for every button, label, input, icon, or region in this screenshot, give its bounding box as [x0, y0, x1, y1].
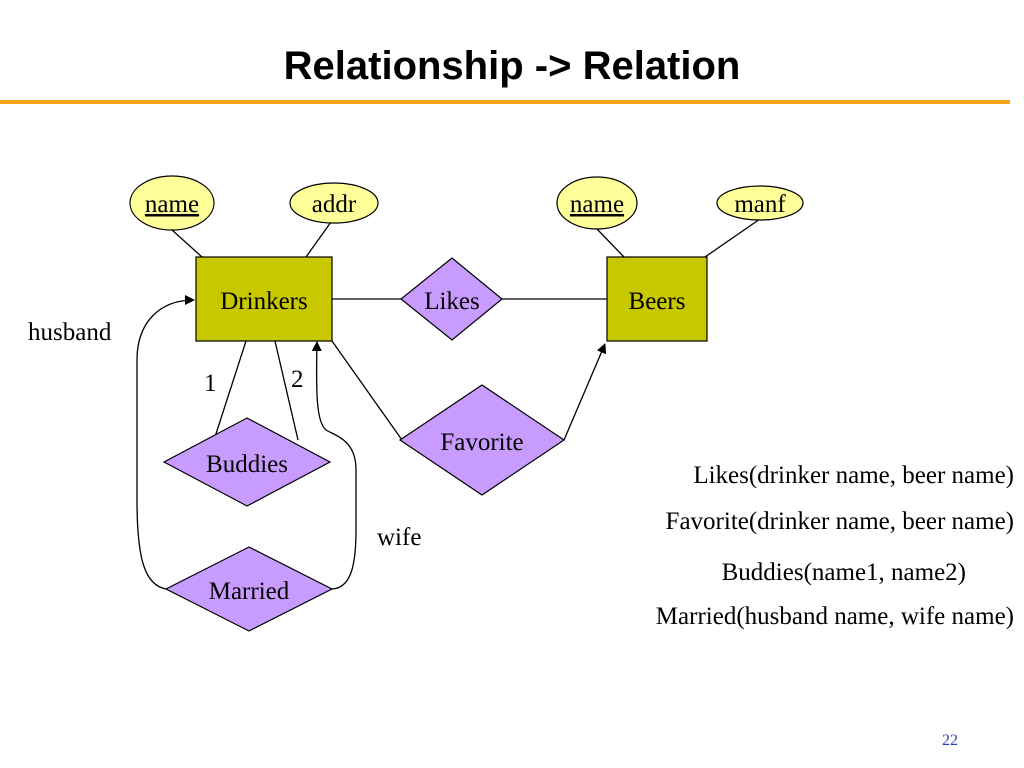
edge-drinkers-name: [171, 229, 203, 258]
edge-beers-manf: [704, 218, 761, 258]
relationship-favorite[interactable]: Favorite: [398, 384, 566, 496]
attribute-label: name: [570, 191, 624, 218]
attribute-label: manf: [734, 191, 786, 218]
role-label-husband: husband: [28, 319, 112, 346]
relation-schema-favorite: Favorite(drinker name, beer name): [665, 508, 1014, 535]
relationship-buddies[interactable]: Buddies: [162, 417, 332, 507]
edge-buddies-role-2: [274, 340, 299, 441]
attribute-label: addr: [312, 191, 357, 218]
role-label-wife: wife: [377, 524, 421, 551]
entity-beers[interactable]: Beers: [606, 256, 708, 342]
slide-title: Relationship -> Relation: [283, 44, 741, 88]
edge-beers-name: [596, 228, 625, 258]
entity-label: Drinkers: [220, 288, 307, 315]
attribute-label: name: [145, 191, 199, 218]
edge-drinkers-favorite: [331, 340, 403, 441]
relation-schema-buddies: Buddies(name1, name2): [721, 559, 966, 586]
relationship-label: Favorite: [440, 429, 523, 456]
relation-schema-married: Married(husband name, wife name): [655, 603, 1014, 630]
edge-married-wife[interactable]: [311, 341, 357, 590]
role-label-1: 1: [204, 370, 217, 397]
edge-married-husband[interactable]: [136, 295, 195, 590]
attribute-drinker-name[interactable]: name: [129, 175, 215, 231]
edge-buddies-role-1: [213, 340, 247, 441]
role-label-2: 2: [291, 366, 304, 393]
attribute-beer-manf[interactable]: manf: [716, 185, 804, 221]
relationship-likes[interactable]: Likes: [400, 257, 503, 341]
edge-favorite-beers[interactable]: [563, 343, 607, 441]
relationship-label: Likes: [424, 288, 480, 315]
attribute-drinker-addr[interactable]: addr: [289, 182, 379, 224]
page-number: 22: [942, 732, 958, 749]
entity-drinkers[interactable]: Drinkers: [195, 256, 333, 342]
attribute-beer-name[interactable]: name: [556, 176, 638, 230]
relation-schema-likes: Likes(drinker name, beer name): [693, 462, 1014, 489]
relationship-married[interactable]: Married: [164, 546, 334, 632]
edge-drinkers-addr: [305, 221, 332, 258]
entity-label: Beers: [629, 288, 686, 315]
relationship-label: Married: [209, 578, 290, 605]
title-divider: [0, 100, 1010, 104]
relationship-label: Buddies: [206, 451, 288, 478]
